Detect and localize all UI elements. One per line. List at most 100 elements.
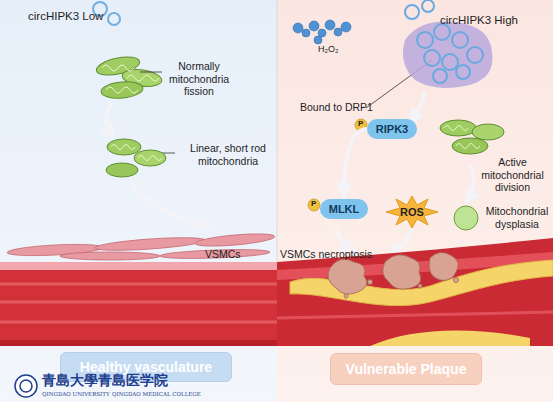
vessel-wall-healthy <box>0 340 277 346</box>
flow-arrow <box>468 165 474 200</box>
university-emblem <box>20 380 32 392</box>
mitochondria-normal <box>127 75 159 81</box>
circrna-cluster-high <box>403 21 492 88</box>
h2o2-molecules <box>314 36 322 44</box>
mitochondria-rod <box>106 139 166 177</box>
necrotic-cells <box>383 255 421 289</box>
circrna-cluster-high <box>422 0 434 12</box>
vessel-wall-healthy <box>0 321 277 324</box>
necrotic-cells <box>344 294 348 298</box>
necrotic-cells <box>328 259 367 294</box>
necrotic-cells <box>454 278 459 283</box>
h2o2-molecules <box>293 20 351 44</box>
ros-burst: ROS <box>386 196 438 228</box>
circrna-cluster-high <box>424 50 440 66</box>
h2o2-molecules <box>341 22 351 32</box>
mitochondria-normal <box>100 80 143 100</box>
h2o2-molecules <box>334 28 342 36</box>
vessel-wall-plaque <box>370 330 530 346</box>
h2o2-molecules <box>309 21 319 31</box>
mitochondria-normal <box>102 65 134 71</box>
mitochondria-normal <box>95 54 163 100</box>
vessel-wall-healthy <box>0 283 277 286</box>
flow-arrow <box>412 92 425 120</box>
flow-arrow <box>106 92 474 252</box>
swollen-mitochondrion <box>454 206 478 230</box>
vessel-wall-plaque <box>277 312 553 318</box>
node-text: Healthy vasculature <box>80 359 212 375</box>
necrotic-cells <box>429 252 458 280</box>
university-emblem <box>15 375 37 397</box>
node-text: RIPK3 <box>376 123 408 135</box>
mitochondria-rod <box>138 156 162 161</box>
phospho-marker <box>308 199 320 211</box>
smooth-muscle-cells <box>95 235 205 253</box>
vessel-wall-healthy <box>0 301 277 304</box>
background <box>0 0 277 402</box>
vessel-wall-plaque <box>277 238 553 346</box>
mitochondria-rod <box>107 139 141 155</box>
leader-line <box>140 72 162 73</box>
vessel-wall-healthy <box>0 262 277 270</box>
annotation-label: Bound to DRP1 <box>300 101 373 114</box>
h2o2-molecules <box>293 23 303 33</box>
annotation-label: P <box>358 119 363 129</box>
swollen-mitochondrion <box>454 206 478 230</box>
annotation-label: VSMCs necroptosis <box>280 248 372 261</box>
vessel-wall-plaque <box>277 238 553 346</box>
necrotic-cells <box>368 280 373 285</box>
flow-arrow <box>130 184 205 225</box>
flow-arrow <box>392 230 412 252</box>
circrna-cluster-high <box>417 32 433 48</box>
circrna-cluster-high <box>405 0 483 83</box>
annotation-label: Mitochondrial dysplasia <box>482 205 552 230</box>
mitochondria-normal <box>106 87 138 93</box>
annotation-label: circHIPK3 High <box>440 14 518 28</box>
annotation-label: Normally mitochondria fission <box>164 60 234 98</box>
node-text: MLKL <box>329 203 360 215</box>
leader-line <box>140 60 432 153</box>
mitochondria-dividing <box>472 124 504 140</box>
annotation-label: QINGDAO UNIVERSITY <box>42 391 110 399</box>
mitochondria-dividing <box>440 120 504 154</box>
circrna-cluster-high <box>405 5 419 19</box>
circrna-cluster-high <box>456 65 470 79</box>
circrna-cluster-high <box>467 47 483 63</box>
smooth-muscle-cells <box>60 252 160 260</box>
mitochondria-dividing <box>440 120 476 136</box>
circrna-cluster-high <box>442 54 458 70</box>
vessel-wall-plaque <box>290 260 553 306</box>
mitochondria-rod <box>111 145 135 150</box>
annotation-label: P <box>311 199 316 209</box>
background <box>277 0 278 262</box>
smooth-muscle-cells <box>7 232 275 260</box>
circrna-rings-low <box>108 13 120 25</box>
mitochondria-dividing <box>444 126 468 131</box>
smooth-muscle-cells <box>160 248 270 260</box>
node-text: Vulnerable Plaque <box>346 361 467 377</box>
mitochondria-rod <box>134 150 166 166</box>
mitochondria-rod <box>106 163 138 177</box>
university-emblem <box>15 375 37 397</box>
circrna-cluster-high <box>452 32 468 48</box>
annotation-label: QINGDAO MEDICAL COLLEGE <box>112 391 201 399</box>
smooth-muscle-cells <box>195 232 276 249</box>
protein-pill: RIPK3 <box>367 119 417 139</box>
vessel-wall-healthy <box>0 262 277 346</box>
node-text: ROS <box>400 206 424 218</box>
protein-pill: MLKL <box>320 199 368 219</box>
annotation-label: Active mitochondrial division <box>475 156 550 194</box>
h2o2-molecules <box>302 29 310 37</box>
circrna-cluster-high <box>403 0 492 88</box>
vessel-wall-healthy <box>0 270 277 346</box>
mitochondria-dividing <box>456 144 480 149</box>
h2o2-molecules <box>318 29 326 37</box>
background <box>277 0 553 402</box>
flow-arrow <box>335 228 352 250</box>
phospho-marker <box>308 119 367 211</box>
